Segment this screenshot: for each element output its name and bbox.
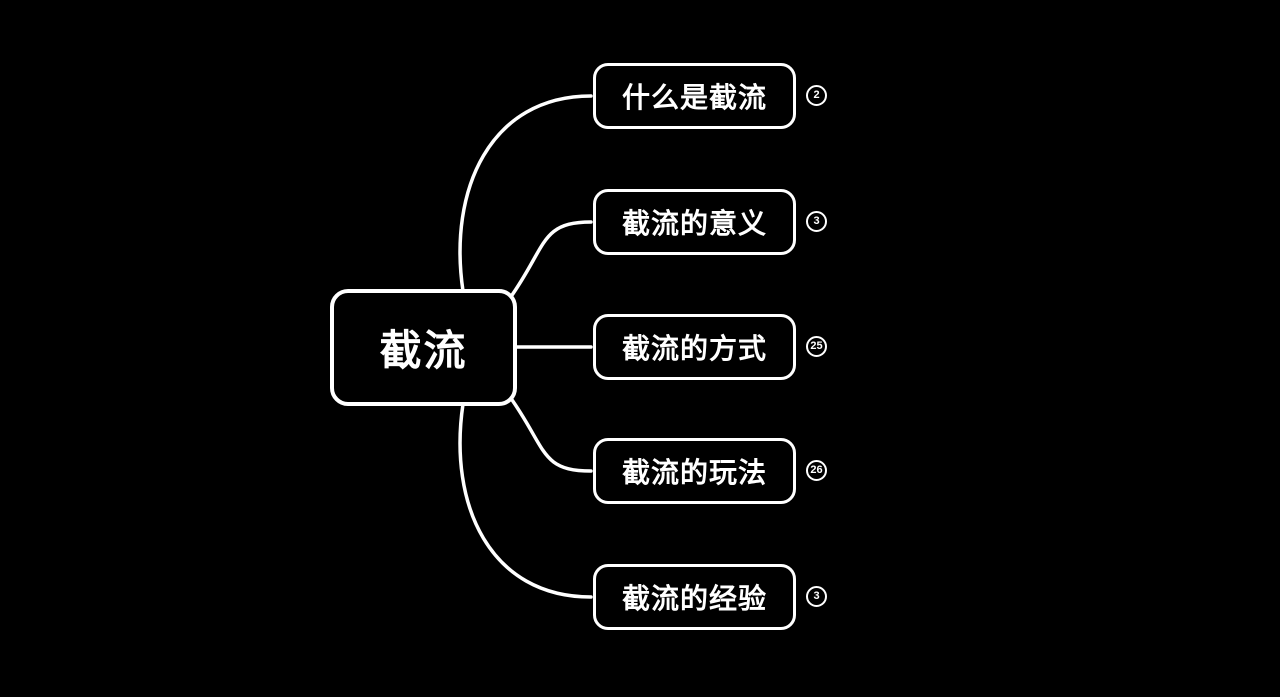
connector-root-to-child-4 <box>508 395 593 473</box>
child-node-label: 截流的意义 <box>621 208 767 239</box>
badge-count: 26 <box>810 464 823 476</box>
root-node-label: 截流 <box>379 327 468 374</box>
badge-count: 3 <box>813 590 820 602</box>
connector-root-to-child-1 <box>458 94 593 293</box>
connector-root-to-child-2 <box>508 220 593 300</box>
badge-count: 25 <box>810 340 823 352</box>
collapsed-count-badge[interactable]: 3 <box>806 586 827 607</box>
collapsed-count-badge[interactable]: 3 <box>806 211 827 232</box>
child-node-methods[interactable]: 截流的方式 <box>593 314 796 380</box>
child-node-what-is[interactable]: 什么是截流 <box>593 63 796 129</box>
child-node-label: 截流的玩法 <box>621 457 767 488</box>
child-node-experience[interactable]: 截流的经验 <box>593 564 796 630</box>
child-node-label: 什么是截流 <box>621 82 767 113</box>
root-node[interactable]: 截流 <box>330 289 517 406</box>
connector-root-to-child-5 <box>458 402 593 599</box>
collapsed-count-badge[interactable]: 26 <box>806 460 827 481</box>
child-node-meaning[interactable]: 截流的意义 <box>593 189 796 255</box>
collapsed-count-badge[interactable]: 25 <box>806 336 827 357</box>
badge-count: 2 <box>813 89 820 101</box>
collapsed-count-badge[interactable]: 2 <box>806 85 827 106</box>
child-node-tactics[interactable]: 截流的玩法 <box>593 438 796 504</box>
child-node-label: 截流的经验 <box>621 583 767 614</box>
badge-count: 3 <box>813 215 820 227</box>
child-node-label: 截流的方式 <box>621 333 767 364</box>
